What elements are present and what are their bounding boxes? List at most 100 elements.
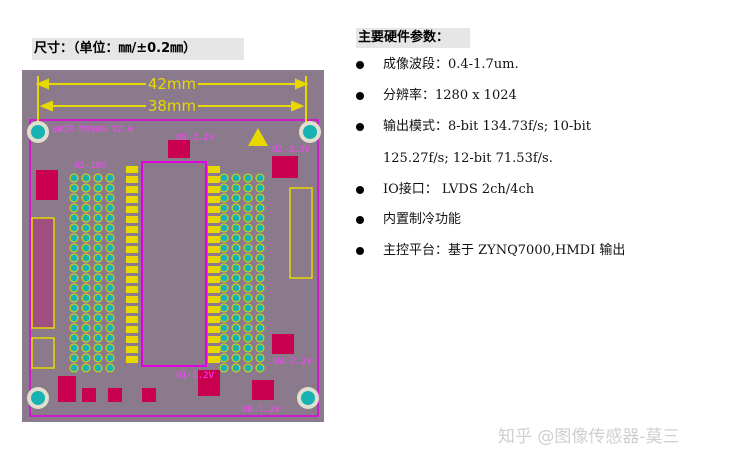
- via: [243, 193, 253, 203]
- via: [255, 283, 265, 293]
- via: [93, 233, 103, 243]
- ic-pin-pad: [126, 206, 138, 213]
- ic-pin-pad: [126, 196, 138, 203]
- via: [231, 273, 241, 283]
- via: [81, 283, 91, 293]
- via: [81, 353, 91, 363]
- via: [255, 173, 265, 183]
- via: [81, 333, 91, 343]
- via: [69, 363, 79, 373]
- via: [93, 333, 103, 343]
- ic-pin-pad: [126, 266, 138, 273]
- via: [69, 243, 79, 253]
- via: [69, 333, 79, 343]
- via: [219, 323, 229, 333]
- via: [81, 263, 91, 273]
- left-connector: [31, 217, 55, 329]
- ic-pin-pad: [126, 236, 138, 243]
- via: [81, 213, 91, 223]
- via: [93, 193, 103, 203]
- ic-pin-pad: [208, 266, 220, 273]
- via: [81, 233, 91, 243]
- u6-label: U6-1.2V: [242, 405, 281, 415]
- ic-pin-pad: [126, 316, 138, 323]
- via: [105, 173, 115, 183]
- via: [81, 323, 91, 333]
- via: [255, 273, 265, 283]
- via: [69, 353, 79, 363]
- via: [69, 193, 79, 203]
- via: [81, 273, 91, 283]
- via: [69, 203, 79, 213]
- ic-pin-pad: [126, 306, 138, 313]
- bullet: [356, 61, 364, 69]
- via: [243, 283, 253, 293]
- via: [219, 313, 229, 323]
- via: [93, 273, 103, 283]
- via: [255, 183, 265, 193]
- via: [105, 353, 115, 363]
- ic-pin-pad: [208, 276, 220, 283]
- via: [219, 193, 229, 203]
- via: [81, 173, 91, 183]
- board-name-label: SWIR-M3900-V2.0: [52, 125, 133, 135]
- u1-label: U1-1.2V: [176, 371, 215, 381]
- ic-pin-pad: [208, 306, 220, 313]
- via: [231, 333, 241, 343]
- via: [255, 293, 265, 303]
- via: [243, 363, 253, 373]
- via: [93, 323, 103, 333]
- ic-pin-pad: [126, 216, 138, 223]
- via: [231, 233, 241, 243]
- via: [105, 253, 115, 263]
- via: [105, 333, 115, 343]
- via: [255, 343, 265, 353]
- via: [93, 183, 103, 193]
- spec-item-output-mode: 输出模式：8-bit 134.73f/s; 10-bit: [383, 119, 592, 134]
- esd-warning-triangle: [248, 128, 268, 146]
- via: [105, 283, 115, 293]
- via: [93, 313, 103, 323]
- ic-pin-pad: [126, 276, 138, 283]
- via: [231, 183, 241, 193]
- via: [81, 363, 91, 373]
- via: [69, 273, 79, 283]
- u5-label: U5-2.2V: [176, 133, 215, 143]
- right-connector: [289, 187, 313, 279]
- via: [69, 223, 79, 233]
- spec-section-title: 主要硬件参数：: [356, 28, 470, 48]
- via: [105, 223, 115, 233]
- via: [69, 343, 79, 353]
- via: [81, 253, 91, 263]
- via-grid: [69, 173, 265, 373]
- via: [69, 233, 79, 243]
- ic-pin-pad: [208, 296, 220, 303]
- bullet: [356, 92, 364, 100]
- via: [243, 303, 253, 313]
- via: [219, 293, 229, 303]
- main-ic-outline: [141, 161, 207, 367]
- ic-pin-pad: [208, 256, 220, 263]
- via: [105, 293, 115, 303]
- via: [219, 273, 229, 283]
- via: [255, 253, 265, 263]
- ic-pin-pad: [126, 336, 138, 343]
- spec-item-output-mode-cont: 125.27f/s; 12-bit 71.53f/s.: [383, 151, 553, 166]
- via: [105, 273, 115, 283]
- ic-pin-pad: [126, 296, 138, 303]
- via: [255, 233, 265, 243]
- via: [219, 283, 229, 293]
- via: [255, 193, 265, 203]
- bullet: [356, 216, 364, 224]
- via: [231, 303, 241, 313]
- via: [105, 343, 115, 353]
- via: [255, 333, 265, 343]
- ic-pin-pad: [208, 226, 220, 233]
- via: [231, 253, 241, 263]
- ic-pin-pad: [208, 346, 220, 353]
- pcb-outline: [29, 119, 319, 417]
- dimension-38mm-label: 38mm: [148, 97, 196, 115]
- u3-label: U3-18V: [74, 161, 107, 171]
- size-section-title: 尺寸：（单位：㎜/±0.2㎜）: [32, 38, 244, 60]
- via: [231, 293, 241, 303]
